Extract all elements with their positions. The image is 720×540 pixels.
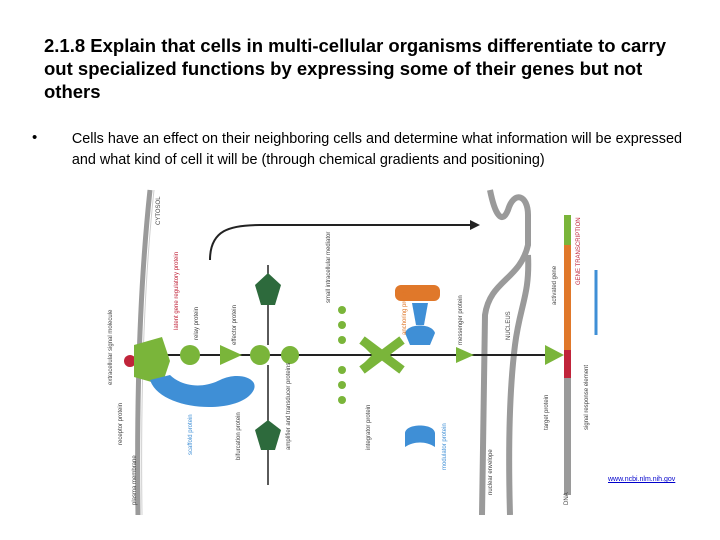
bifurcation-protein <box>220 345 242 365</box>
bullet-text: Cells have an effect on their neighborin… <box>71 131 682 168</box>
cytosol-label: CYTOSOL <box>156 196 162 225</box>
credit-link[interactable]: www.ncbi.nlm.nih.gov <box>608 476 676 483</box>
dna-green-segment <box>564 215 571 245</box>
signal-response-segment <box>564 350 571 378</box>
bullet-symbol: • <box>32 129 38 146</box>
latent-regulatory-label: latent gene regulatory protein <box>174 252 180 330</box>
scaffold-protein <box>150 375 255 407</box>
lower-target-protein <box>255 420 281 450</box>
top-arrow <box>209 224 470 261</box>
small-mediator-label: small intracellular mediator <box>326 232 332 303</box>
relay-protein-label: relay protein <box>194 307 200 340</box>
nucleus-protein <box>545 345 564 365</box>
nuclear-envelope <box>479 189 531 515</box>
signal-response-label: signal response element <box>584 365 590 430</box>
messenger-protein-label: messenger protein <box>458 295 464 345</box>
small-mediators <box>338 306 346 404</box>
nucleus-label: NUCLEUS <box>506 311 512 340</box>
cell-signaling-diagram: CYTOSOL latent gene regulatory protein e… <box>108 189 598 515</box>
plasma-membrane-line <box>135 189 153 515</box>
scaffold-protein-label: scaffold protein <box>188 414 194 455</box>
integrator-protein-label: integrator protein <box>366 405 372 450</box>
extracellular-signal-label: extracellular signal molecule <box>108 309 114 385</box>
slide-title: 2.1.8 Explain that cells in multi-cellul… <box>44 35 666 102</box>
integrator-x <box>359 336 405 374</box>
receptor-protein <box>134 337 170 385</box>
dna-label: DNA <box>564 492 570 505</box>
amplifier-label: amplifier and transducer proteins <box>286 363 292 450</box>
receptor-protein-label: receptor protein <box>118 403 124 445</box>
amplifier-protein <box>281 346 299 364</box>
nuclear-envelope-lower <box>506 254 532 515</box>
gene-transcription-label: GENE TRANSCRIPTION <box>576 217 582 285</box>
effector-protein <box>250 345 270 365</box>
signal-molecule <box>124 355 136 367</box>
bifurcation-protein-label: bifurcation protein <box>236 412 242 460</box>
effector-protein-label: effector protein <box>232 305 238 345</box>
modulator-protein-label: modulator protein <box>442 423 448 470</box>
nuclear-envelope-label: nuclear envelope <box>488 449 494 495</box>
plasma-membrane-label: plasma membrane <box>132 455 138 505</box>
upper-target-protein <box>255 273 281 305</box>
top-arrow-head <box>470 220 480 230</box>
bullet-item: • Cells have an effect on their neighbor… <box>30 129 690 171</box>
anchoring-base <box>405 325 435 345</box>
anchoring-protein <box>395 285 440 301</box>
target-protein-label: target protein <box>544 395 550 430</box>
activated-gene-label: activated gene <box>552 265 558 305</box>
messenger-protein <box>456 347 474 363</box>
activated-gene-segment <box>564 245 571 350</box>
plasma-membrane-inner <box>141 189 155 515</box>
anchoring-stalk <box>412 303 428 325</box>
modulator-protein <box>405 425 435 447</box>
anchoring-protein-label: anchoring protein <box>402 289 408 335</box>
relay-protein <box>180 345 200 365</box>
